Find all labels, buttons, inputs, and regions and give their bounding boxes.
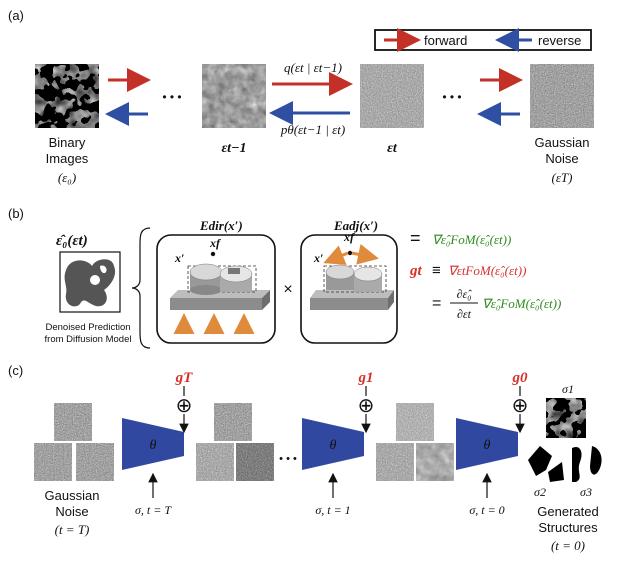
eps-t-image (360, 64, 424, 128)
generated-structure-1 (546, 398, 586, 438)
cond-0: σ, t = 0 (469, 503, 504, 517)
eps-prev-label: εt−1 (221, 141, 246, 156)
binary-label-line1: Binary (49, 135, 86, 150)
legend-reverse-label: reverse (538, 33, 581, 48)
frac-denominator: ∂εt (457, 307, 472, 321)
theta-block-0 (456, 418, 518, 470)
denoised-prediction-image (59, 251, 121, 313)
adjoint-arrow-right (351, 244, 379, 265)
times-symbol: × (283, 281, 292, 298)
theta-label-T: θ (150, 438, 157, 453)
grad-tail: ∇ε̂₀FoM(ε̂₀(εt)) (482, 296, 561, 311)
theta-label-0: θ (484, 438, 491, 453)
g-T-label: gT (175, 370, 194, 386)
p-label: pθ(εt−1 | εt) (280, 122, 345, 137)
eps-prev-image (202, 64, 266, 128)
eps-t-label: εt (387, 141, 398, 156)
x-f-point-1 (210, 251, 216, 257)
dots-a-2: • • • (442, 90, 461, 104)
cond-T: σ, t = T (135, 503, 172, 517)
denoised-caption-2: from Diffusion Model (45, 334, 132, 345)
e-adj-label: Eadj(x′) (333, 218, 378, 233)
generated-structure-2 (526, 442, 566, 482)
sigma3-label: σ3 (580, 485, 592, 499)
panel-a-label: (a) (8, 8, 24, 23)
gauss-label-line2: Noise (545, 151, 578, 166)
e-dir-device (170, 263, 270, 310)
adjoint-arrow-left (323, 245, 349, 265)
binary-label-math: (ε₀) (58, 170, 76, 185)
x-f-point-2 (347, 250, 353, 256)
denoised-caption-1: Denoised Prediction (45, 322, 130, 333)
gaussian-noise-image (530, 64, 594, 128)
generated-structure-3 (568, 442, 608, 482)
e-dir-label: Edir(x′) (199, 218, 243, 233)
gauss-c-line2: Noise (55, 504, 88, 519)
gauss-label-line1: Gaussian (535, 135, 590, 150)
gen-line1: Generated (537, 504, 598, 519)
oplus-0: ⊕ (512, 395, 529, 417)
e-dir-box (156, 234, 276, 344)
equals-top: = (410, 228, 421, 248)
x-f-label-2: xf (343, 230, 355, 244)
noise-stack-T-out (196, 403, 274, 481)
e-adj-device (310, 264, 394, 310)
q-label: q(εt | εt−1) (284, 60, 342, 75)
equals-bottom: = (432, 295, 441, 312)
noise-stack-T (34, 403, 114, 481)
sigma2-label: σ2 (534, 485, 546, 499)
grad-top: ∇ε̂₀FoM(ε̂₀(εt)) (432, 232, 511, 247)
gauss-c-math: (t = T) (55, 522, 90, 537)
x-prime-label-1: x′ (174, 251, 184, 265)
sigma1-label: σ1 (562, 382, 574, 396)
binary-image (35, 64, 99, 128)
dots-c: • • • (279, 453, 297, 465)
legend-box (374, 29, 592, 51)
theta-block-1 (302, 418, 364, 470)
e-adj-box (300, 234, 398, 344)
theta-block-T (122, 418, 184, 470)
panel-b-label: (b) (8, 206, 24, 221)
binary-label-line2: Images (46, 151, 89, 166)
dots-a-1: • • • (162, 90, 181, 104)
gauss-c-line1: Gaussian (45, 488, 100, 503)
g-1-label: g1 (358, 370, 374, 386)
equiv-symbol: ≡ (432, 262, 441, 279)
g-0-label: g0 (512, 370, 529, 386)
theta-label-1: θ (330, 438, 337, 453)
denoised-title: ε̂₀(εt) (56, 233, 88, 249)
oplus-1: ⊕ (358, 395, 375, 417)
x-f-label-1: xf (209, 236, 221, 250)
oplus-T: ⊕ (176, 395, 193, 417)
gen-line2: Structures (538, 520, 598, 535)
noise-stack-1-out (376, 403, 454, 481)
x-prime-label-2: x′ (313, 251, 323, 265)
bracket-brace (131, 227, 151, 349)
g-t-label: gt (409, 263, 423, 279)
gen-math: (t = 0) (551, 538, 585, 553)
panel-c-label: (c) (8, 363, 23, 378)
legend-forward-label: forward (424, 33, 467, 48)
gauss-label-math: (εT) (551, 170, 572, 185)
frac-numerator: ∂ε̂₀ (457, 287, 473, 301)
cond-1: σ, t = 1 (315, 503, 350, 517)
grad-eps: ∇εtFoM(ε̂₀(εt)) (448, 263, 526, 278)
